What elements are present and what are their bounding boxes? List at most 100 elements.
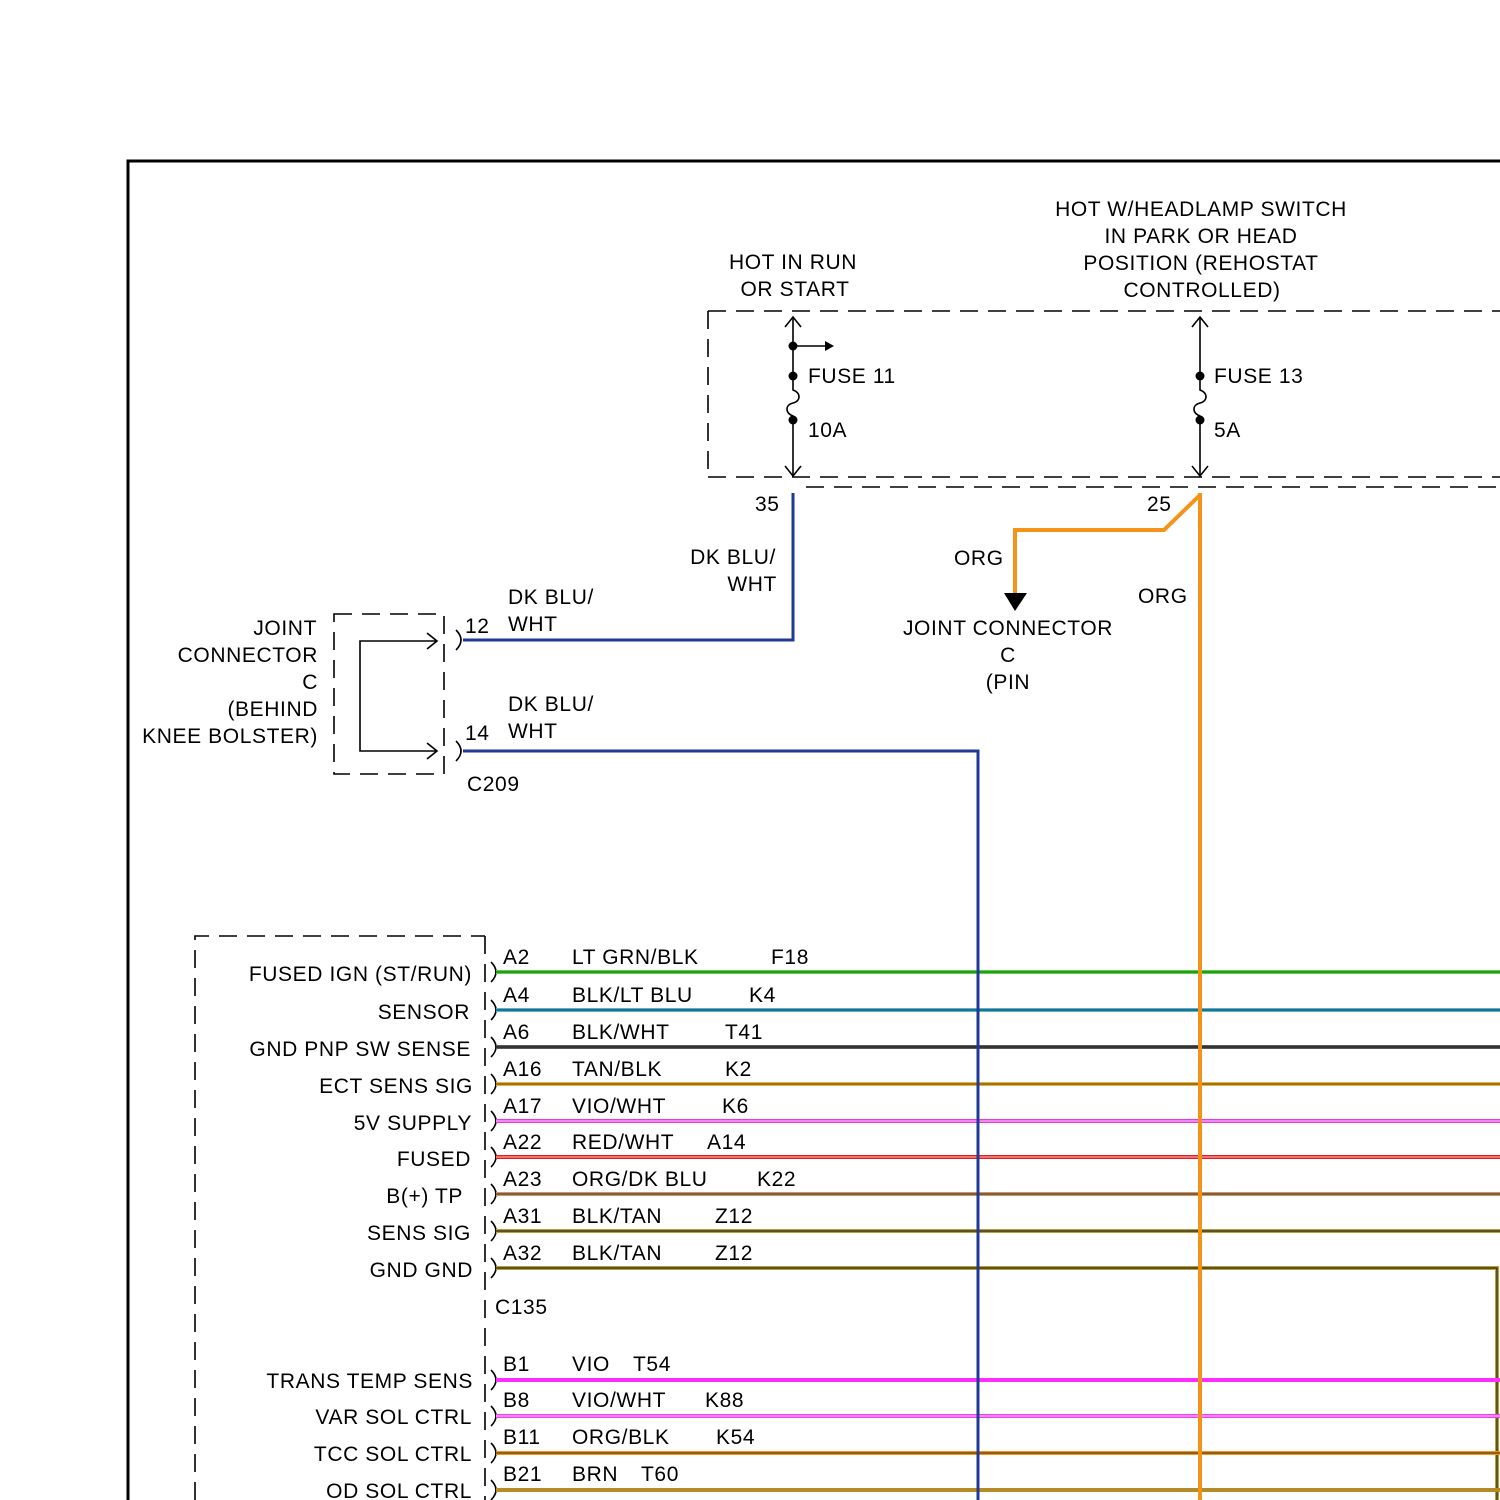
c135-a23-terminal <box>491 1184 496 1204</box>
joint-connector-c209-label-line-3: C <box>302 671 318 694</box>
c135-a17-wire-color: VIO/WHT <box>572 1095 666 1118</box>
c135-a17-terminal <box>491 1111 496 1131</box>
c135-a4-circuit: K4 <box>749 984 776 1007</box>
c135-b11-pin: B11 <box>503 1426 541 1449</box>
c135-a4-wire-color: BLK/LT BLU <box>572 984 693 1007</box>
c135-a6-wire-color: BLK/WHT <box>572 1021 670 1044</box>
fuse-11-branch-arrow-icon <box>825 341 834 351</box>
c135-a31-circuit: Z12 <box>715 1205 753 1228</box>
c135-a16-pin: A16 <box>503 1058 542 1081</box>
c135-b21-function: OD SOL CTRL <box>326 1480 472 1500</box>
fuse-block: HOT IN RUN OR START HOT W/HEADLAMP SWITC… <box>708 198 1500 516</box>
connector-c135: C135 <box>195 936 1500 1500</box>
c135-b21-pin: B21 <box>503 1463 542 1486</box>
c135-a2-terminal <box>491 962 496 982</box>
c135-b1-pin: B1 <box>503 1353 530 1376</box>
c135-a6-terminal <box>491 1037 496 1057</box>
c135-a32-circuit: Z12 <box>715 1242 753 1265</box>
fuse-13-bottom-dot <box>1196 416 1205 425</box>
joint-connector-pin-label-line-1: JOINT CONNECTOR <box>903 617 1113 640</box>
c135-a23-wire-color: ORG/DK BLU <box>572 1168 708 1191</box>
joint-connector-pin-label-line-3: (PIN <box>986 671 1030 694</box>
c135-b11-function: TCC SOL CTRL <box>314 1443 472 1466</box>
c209-pin-14-terminal <box>456 741 461 761</box>
c135-a32-terminal <box>491 1258 496 1278</box>
joint-connector-arrow-icon <box>1004 593 1027 611</box>
c135-a2-function: FUSED IGN (ST/RUN) <box>249 963 472 986</box>
c209-pin-12-terminal <box>456 630 461 650</box>
fuse-13-rating: 5A <box>1214 419 1241 442</box>
joint-connector-c209-label-line-5: KNEE BOLSTER) <box>142 725 318 748</box>
connector-c135-id: C135 <box>495 1296 548 1319</box>
c135-b1-wire-color: VIO <box>572 1353 610 1376</box>
c135-a16-terminal <box>491 1074 496 1094</box>
headlamp-condition-line-1: HOT W/HEADLAMP SWITCH <box>1055 198 1347 221</box>
cavity-35-wire-color-line-1: DK BLU/ <box>690 546 776 569</box>
cavity-35-wire-color-line-2: WHT <box>727 573 777 596</box>
c135-a16-circuit: K2 <box>725 1058 752 1081</box>
headlamp-condition-line-2: IN PARK OR HEAD <box>1105 225 1298 248</box>
c209-connector-id: C209 <box>467 773 520 796</box>
joint-connector-c209-label-line-4: (BEHIND <box>227 698 318 721</box>
c135-a31-terminal <box>491 1221 496 1241</box>
joint-connector-c209-outline <box>334 614 444 774</box>
fuse-11-top-dot <box>789 372 798 381</box>
headlamp-condition-line-4: CONTROLLED) <box>1123 279 1280 302</box>
fuse-13-cavity: 25 <box>1147 493 1172 516</box>
c135-b11-circuit: K54 <box>716 1426 755 1449</box>
c135-b1-function: TRANS TEMP SENS <box>266 1370 473 1393</box>
c135-a22-terminal <box>491 1147 496 1167</box>
c135-a4-terminal <box>491 1000 496 1020</box>
c135-a31-pin: A31 <box>503 1205 542 1228</box>
c135-a22-function: FUSED <box>397 1148 471 1171</box>
joint-connector-c209-label-line-1: JOINT <box>253 617 317 640</box>
fuse-13-top-dot <box>1196 372 1205 381</box>
c135-a17-pin: A17 <box>503 1095 542 1118</box>
c135-a6-function: GND PNP SW SENSE <box>249 1038 471 1061</box>
c135-a32-pin: A32 <box>503 1242 542 1265</box>
fuse-11-rating: 10A <box>808 419 847 442</box>
joint-connector-c209: JOINT CONNECTOR C (BEHIND KNEE BOLSTER) … <box>142 614 519 796</box>
fuse-11: FUSE 11 10A 35 <box>755 317 896 516</box>
joint-connector-pin-reference: JOINT CONNECTOR C (PIN <box>903 617 1113 694</box>
fuse-13: FUSE 13 5A 25 <box>1147 317 1303 516</box>
c135-a31-function: SENS SIG <box>367 1222 471 1245</box>
c135-b8-circuit: K88 <box>705 1389 744 1412</box>
c135-b8-pin: B8 <box>503 1389 530 1412</box>
c135-a17-function: 5V SUPPLY <box>354 1112 472 1135</box>
c209-pin-12-number: 12 <box>465 615 490 638</box>
fuse-11-label: FUSE 11 <box>808 365 896 388</box>
c135-a16-function: ECT SENS SIG <box>319 1075 473 1098</box>
c135-a32-function: GND GND <box>370 1259 473 1282</box>
cavity-25-branch-wire-color: ORG <box>954 547 1004 570</box>
c135-a23-function: B(+) TP <box>386 1185 463 1208</box>
c135-a16-wire-color: TAN/BLK <box>572 1058 662 1081</box>
c135-b21-terminal <box>491 1480 496 1500</box>
c209-pin-14-wire-color-line-2: WHT <box>508 720 558 743</box>
c135-a31-wire-color: BLK/TAN <box>572 1205 662 1228</box>
c135-a32-wire-color: BLK/TAN <box>572 1242 662 1265</box>
c135-a23-pin: A23 <box>503 1168 542 1191</box>
fuse-11-conductor <box>787 317 799 476</box>
headlamp-condition-line-3: POSITION (REHOSTAT <box>1083 252 1318 275</box>
c135-a2-wire-color: LT GRN/BLK <box>572 946 699 969</box>
wire-cavity-25-branch-org <box>1015 495 1200 594</box>
run-start-condition-line-2: OR START <box>740 278 849 301</box>
fuse-13-label: FUSE 13 <box>1214 365 1303 388</box>
joint-connector-c209-bus <box>360 641 437 751</box>
c135-b8-function: VAR SOL CTRL <box>315 1406 472 1429</box>
c135-a22-circuit: A14 <box>707 1131 746 1154</box>
c135-b8-terminal <box>491 1406 496 1426</box>
c209-pin-14-wire-color-line-1: DK BLU/ <box>508 693 594 716</box>
c135-b8-wire-color: VIO/WHT <box>572 1389 666 1412</box>
c135-a2-pin: A2 <box>503 946 530 969</box>
fuse-11-cavity: 35 <box>755 493 780 516</box>
fuse-11-bottom-dot <box>789 416 798 425</box>
c209-pin-14-number: 14 <box>465 722 490 745</box>
c135-a22-pin: A22 <box>503 1131 542 1154</box>
c135-a23-circuit: K22 <box>757 1168 796 1191</box>
c135-b11-wire-color: ORG/BLK <box>572 1426 670 1449</box>
c135-a2-circuit: F18 <box>771 946 809 969</box>
c135-b1-circuit: T54 <box>633 1353 671 1376</box>
c135-b21-wire-color: BRN <box>572 1463 618 1486</box>
